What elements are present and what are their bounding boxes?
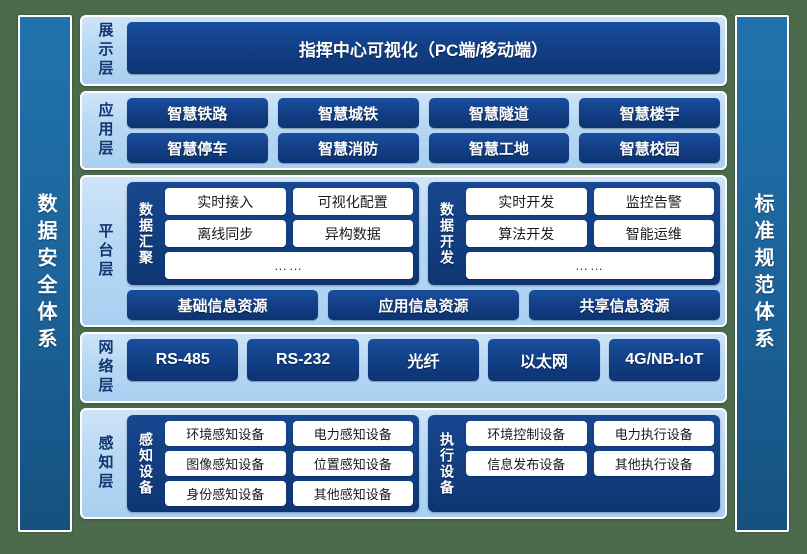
layer-platform: 平台层 数据汇聚 实时接入 可视化配置 离线同步 异 (80, 175, 727, 327)
group-label-data-aggregation: 数据汇聚 (138, 201, 154, 266)
application-row: 智慧铁路 智慧城铁 智慧隧道 智慧楼宇 (127, 98, 720, 128)
tile-shared-information-resource[interactable]: 共享信息资源 (529, 290, 720, 320)
group-row: 图像感知设备 位置感知设备 (165, 451, 413, 476)
tile-smart-firefighting[interactable]: 智慧消防 (277, 133, 419, 163)
tile-power-sensing-device[interactable]: 电力感知设备 (292, 421, 413, 446)
tile-rs232[interactable]: RS-232 (247, 339, 359, 381)
group-row: 身份感知设备 其他感知设备 (165, 481, 413, 506)
tile-smart-parking[interactable]: 智慧停车 (127, 133, 268, 163)
group-row: 离线同步 异构数据 (165, 220, 413, 247)
tile-other-sensing-device[interactable]: 其他感知设备 (292, 481, 413, 506)
layer-body-application: 智慧铁路 智慧城铁 智慧隧道 智慧楼宇 智慧停车 智慧消防 智慧工地 智慧校园 (127, 98, 720, 163)
group-data-development: 数据开发 实时开发 监控告警 算法开发 智能运维 …… (428, 182, 720, 285)
group-grid-sensing-devices: 环境感知设备 电力感知设备 图像感知设备 位置感知设备 身份感知设备 其他感知设… (165, 421, 413, 506)
tile-environment-sensing-device[interactable]: 环境感知设备 (165, 421, 286, 446)
tile-identity-sensing-device[interactable]: 身份感知设备 (165, 481, 286, 506)
tile-smart-tunnel[interactable]: 智慧隧道 (428, 98, 570, 128)
layer-label-platform: 平台层 (96, 222, 114, 280)
tile-smart-building[interactable]: 智慧楼宇 (579, 98, 720, 128)
layer-body-platform: 数据汇聚 实时接入 可视化配置 离线同步 异构数据 …… (127, 182, 720, 320)
layer-stack: 展示层 指挥中心可视化（PC端/移动端） 应用层 智慧铁路 智慧城铁 智慧隧道 … (80, 15, 727, 532)
group-data-aggregation: 数据汇聚 实时接入 可视化配置 离线同步 异构数据 …… (127, 182, 419, 285)
right-pillar-label: 标准规范体系 (751, 192, 773, 355)
tile-other-actuator-device[interactable]: 其他执行设备 (593, 451, 714, 476)
layer-display: 展示层 指挥中心可视化（PC端/移动端） (80, 15, 727, 86)
tile-basic-information-resource[interactable]: 基础信息资源 (127, 290, 318, 320)
group-row: …… (165, 252, 413, 279)
group-label-actuator-devices: 执行设备 (439, 431, 455, 496)
group-actuator-devices: 执行设备 环境控制设备 电力执行设备 信息发布设备 其他执行设备 (428, 415, 720, 512)
tile-smart-construction-site[interactable]: 智慧工地 (428, 133, 570, 163)
tile-image-sensing-device[interactable]: 图像感知设备 (165, 451, 286, 476)
group-sensing-devices: 感知设备 环境感知设备 电力感知设备 图像感知设备 位置感知设备 (127, 415, 419, 512)
layer-network: 网络层 RS-485 RS-232 光纤 以太网 4G/NB-IoT (80, 332, 727, 403)
tile-rs485[interactable]: RS-485 (127, 339, 239, 381)
platform-resources-row: 基础信息资源 应用信息资源 共享信息资源 (127, 290, 720, 320)
layer-label-application: 应用层 (96, 102, 114, 159)
group-row: 算法开发 智能运维 (466, 220, 714, 247)
group-grid-actuator-devices: 环境控制设备 电力执行设备 信息发布设备 其他执行设备 (466, 421, 714, 506)
left-pillar-data-security: 数据安全体系 (18, 15, 72, 532)
tile-smart-campus[interactable]: 智慧校园 (579, 133, 720, 163)
display-row: 指挥中心可视化（PC端/移动端） (127, 22, 720, 74)
tile-realtime-development[interactable]: 实时开发 (466, 188, 587, 215)
tile-aggregation-more[interactable]: …… (165, 252, 413, 279)
group-grid-data-development: 实时开发 监控告警 算法开发 智能运维 …… (466, 188, 714, 279)
sensing-groups-row: 感知设备 环境感知设备 电力感知设备 图像感知设备 位置感知设备 (127, 415, 720, 512)
group-label-sensing-devices: 感知设备 (138, 431, 154, 496)
layer-label-sensing: 感知层 (96, 435, 114, 492)
group-row: 实时开发 监控告警 (466, 188, 714, 215)
tile-4g-nbiot[interactable]: 4G/NB-IoT (608, 339, 721, 381)
layer-application: 应用层 智慧铁路 智慧城铁 智慧隧道 智慧楼宇 智慧停车 智慧消防 智慧工地 智… (80, 91, 727, 170)
group-row: 环境控制设备 电力执行设备 (466, 421, 714, 446)
application-grid: 智慧铁路 智慧城铁 智慧隧道 智慧楼宇 智慧停车 智慧消防 智慧工地 智慧校园 (127, 98, 720, 163)
layer-label-display: 展示层 (96, 22, 114, 79)
group-row: 环境感知设备 电力感知设备 (165, 421, 413, 446)
tile-development-more[interactable]: …… (466, 252, 714, 279)
layer-body-sensing: 感知设备 环境感知设备 电力感知设备 图像感知设备 位置感知设备 (127, 415, 720, 512)
group-row: …… (466, 252, 714, 279)
group-row: 实时接入 可视化配置 (165, 188, 413, 215)
tile-heterogeneous-data[interactable]: 异构数据 (292, 220, 413, 247)
tile-intelligent-ops[interactable]: 智能运维 (593, 220, 714, 247)
tile-location-sensing-device[interactable]: 位置感知设备 (292, 451, 413, 476)
tile-smart-railway[interactable]: 智慧铁路 (127, 98, 268, 128)
layer-body-network: RS-485 RS-232 光纤 以太网 4G/NB-IoT (127, 339, 721, 396)
tile-visual-configuration[interactable]: 可视化配置 (292, 188, 413, 215)
group-row: 信息发布设备 其他执行设备 (466, 451, 714, 476)
group-grid-data-aggregation: 实时接入 可视化配置 离线同步 异构数据 …… (165, 188, 413, 279)
tile-ethernet[interactable]: 以太网 (488, 339, 600, 381)
layer-body-display: 指挥中心可视化（PC端/移动端） (127, 22, 720, 79)
tile-information-release-device[interactable]: 信息发布设备 (466, 451, 587, 476)
left-pillar-label: 数据安全体系 (34, 192, 56, 355)
tile-smart-urban-rail[interactable]: 智慧城铁 (277, 98, 419, 128)
tile-environment-control-device[interactable]: 环境控制设备 (466, 421, 587, 446)
tile-realtime-access[interactable]: 实时接入 (165, 188, 286, 215)
platform-groups-row: 数据汇聚 实时接入 可视化配置 离线同步 异构数据 …… (127, 182, 720, 285)
group-label-data-development: 数据开发 (439, 201, 455, 266)
tile-optical-fiber[interactable]: 光纤 (367, 339, 480, 381)
tile-monitoring-alarm[interactable]: 监控告警 (593, 188, 714, 215)
tile-algorithm-development[interactable]: 算法开发 (466, 220, 587, 247)
right-pillar-standard-specification: 标准规范体系 (735, 15, 789, 532)
tile-command-center-visualization[interactable]: 指挥中心可视化（PC端/移动端） (127, 22, 720, 74)
tile-offline-sync[interactable]: 离线同步 (165, 220, 286, 247)
layer-sensing: 感知层 感知设备 环境感知设备 电力感知设备 图像感知设备 (80, 408, 727, 519)
tile-power-actuator-device[interactable]: 电力执行设备 (593, 421, 714, 446)
network-row: RS-485 RS-232 光纤 以太网 4G/NB-IoT (127, 339, 721, 381)
tile-application-information-resource[interactable]: 应用信息资源 (328, 290, 519, 320)
layer-label-network: 网络层 (96, 339, 114, 396)
application-row: 智慧停车 智慧消防 智慧工地 智慧校园 (127, 133, 720, 163)
